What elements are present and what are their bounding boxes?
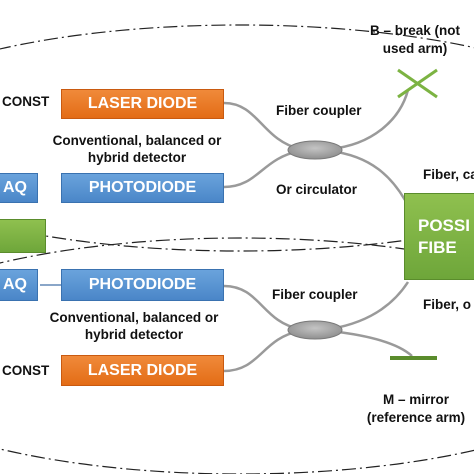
bottom-mirror-fiber [329,329,413,357]
bottom-system-ellipse [0,237,474,474]
top-fiber-coupler-label: Fiber coupler [276,103,362,118]
top-photodiode-label: PHOTODIODE [88,179,197,196]
top-detector-line1: Conventional, balanced or [52,133,222,148]
top-detector-line2: hybrid detector [87,150,187,165]
top-fiber-coupler [287,140,343,160]
mirror-label-line2: (reference arm) [366,410,466,425]
bottom-fiber-label: Fiber, o [423,297,472,312]
bottom-const-label: CONST [2,363,50,378]
bottom-detector-line1: Conventional, balanced or [49,310,219,325]
top-detector-label: Conventional, balanced or hybrid detecto… [44,132,230,166]
top-circulator-label: Or circulator [276,182,358,197]
mirror-label: M – mirror (reference arm) [358,391,474,427]
bottom-fiber-coupler-label: Fiber coupler [272,287,358,302]
bottom-detector-label: Conventional, balanced or hybrid detecto… [41,309,227,343]
top-break-fiber [329,89,410,151]
top-photodiode-fiber [223,149,301,189]
bottom-photodiode: PHOTODIODE [61,269,224,301]
top-daq-box: AQ [0,173,38,203]
bottom-photodiode-fiber [223,284,301,331]
bottom-laser-fiber [223,329,301,373]
break-label-line2: used arm) [382,41,448,56]
bottom-sensing-fiber [329,281,410,331]
break-mark-stroke2 [397,68,438,99]
top-fiber-label: Fiber, ca [423,167,474,182]
mirror-label-line1: M – mirror [382,392,450,407]
bottom-daq-label: AQ [3,276,27,293]
top-laser-diode: LASER DIODE [61,89,224,119]
top-sensing-fiber [329,149,407,201]
bottom-fiber-coupler [287,320,343,340]
bottom-daq-box: AQ [0,269,38,301]
bottom-photodiode-label: PHOTODIODE [88,276,197,293]
top-photodiode: PHOTODIODE [61,173,224,203]
top-laser-fiber [223,101,301,151]
possible-fiber-line1: POSSI [418,215,470,235]
bottom-laser-diode-label: LASER DIODE [87,361,198,379]
possible-fiber-line2: FIBE [418,237,457,257]
possible-fiber-box: POSSI FIBE [404,193,474,280]
break-label: B – break (not used arm) [356,22,474,58]
top-system-ellipse [0,24,474,252]
break-label-line1: B – break (not [369,23,461,38]
left-green-box [0,219,46,253]
top-laser-diode-label: LASER DIODE [87,95,198,112]
top-const-label: CONST [2,94,50,109]
top-daq-label: AQ [3,179,27,196]
bottom-laser-diode: LASER DIODE [61,355,224,386]
bottom-detector-line2: hybrid detector [84,327,184,342]
